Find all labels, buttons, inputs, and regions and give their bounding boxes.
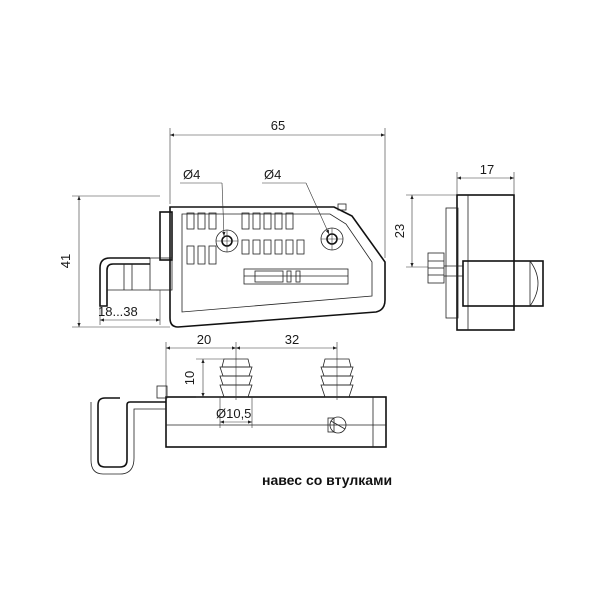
label-bush-spacing: 32 (285, 332, 299, 347)
bushing-right (320, 352, 354, 400)
label-hole-right: Ø4 (264, 167, 281, 182)
drawing-caption: навес со втулками (262, 472, 392, 488)
dimension-bush-height: 10 (182, 358, 224, 398)
label-slot-range: 18...38 (98, 304, 138, 319)
dimension-side-depth: 17 (456, 162, 515, 195)
front-view (99, 203, 386, 328)
label-bush-height: 10 (182, 371, 197, 385)
dimension-height: 41 (58, 195, 170, 328)
label-bush-diameter: Ø10,5 (216, 406, 251, 421)
label-total-length: 65 (271, 118, 285, 133)
dimension-bush-offset: 20 (165, 332, 237, 397)
label-bush-offset: 20 (197, 332, 211, 347)
label-hole-left: Ø4 (183, 167, 200, 182)
dimension-bush-spacing: 32 (236, 332, 338, 352)
dimension-total-length: 65 (169, 118, 386, 258)
label-side-height: 23 (392, 224, 407, 238)
top-view (90, 352, 387, 475)
label-side-depth: 17 (480, 162, 494, 177)
bushing-left (219, 352, 253, 400)
dimension-slot-range: 18...38 (98, 290, 161, 325)
dimension-hole-left: Ø4 (180, 167, 226, 237)
side-view (427, 194, 544, 331)
dimension-bush-diameter: Ø10,5 (216, 397, 253, 428)
label-height: 41 (58, 254, 73, 268)
dimension-side-height: 23 (392, 194, 457, 268)
dimension-hole-right: Ø4 (262, 167, 330, 235)
